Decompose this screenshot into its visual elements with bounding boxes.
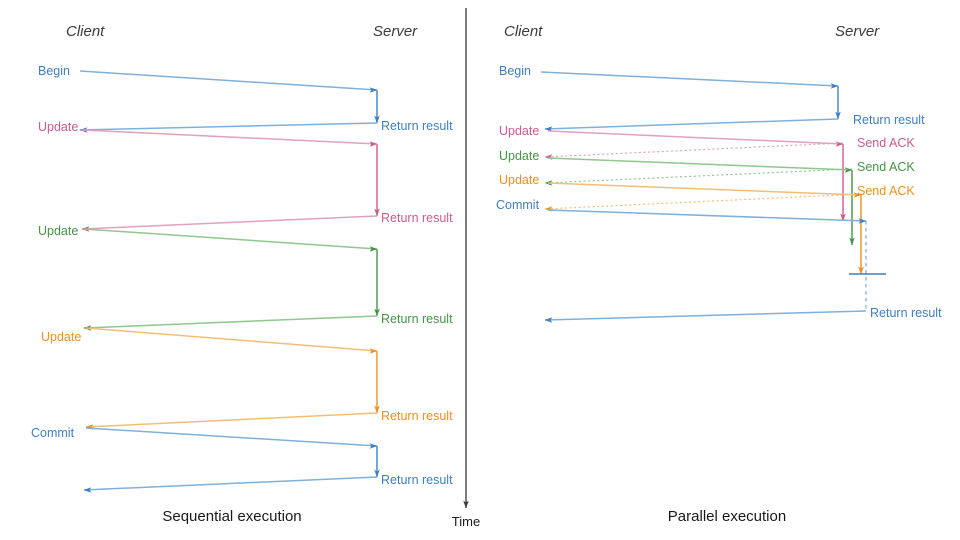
message-label-seq-return-1: Return result	[381, 119, 453, 133]
message-arrow-seq-begin	[79, 70, 378, 93]
message-label-par-ack-1: Send ACK	[857, 136, 915, 150]
actor-label-server: Server	[373, 23, 418, 40]
message-arrow-par-ack-3	[544, 193, 862, 212]
message-arrow-seq-commit	[85, 427, 378, 449]
message-label-par-commit: Commit	[496, 198, 540, 212]
message-arrow-par-return-1	[544, 118, 839, 132]
message-arrow-seq-update-1	[81, 129, 378, 147]
message-arrow-seq-return-4	[85, 412, 378, 430]
message-arrow-par-ack-1	[544, 142, 844, 160]
message-label-seq-begin: Begin	[38, 64, 70, 78]
actor-label-client: Client	[504, 23, 543, 40]
message-arrow-seq-return-5	[83, 476, 378, 493]
message-label-par-ack-3: Send ACK	[857, 184, 915, 198]
message-label-par-update-1: Update	[499, 124, 539, 138]
message-arrow-par-commit	[547, 209, 867, 224]
message-label-seq-return-4: Return result	[381, 409, 453, 423]
time-axis-layer: Time	[452, 8, 480, 529]
panel-caption-sequential: Sequential execution	[162, 508, 301, 525]
message-label-par-return-1: Return result	[853, 113, 925, 127]
message-label-seq-return-2: Return result	[381, 211, 453, 225]
message-arrow-par-update-2	[547, 157, 853, 173]
message-arrow-par-ack-2	[544, 168, 853, 186]
message-label-seq-update-1: Update	[38, 120, 78, 134]
message-arrow-seq-update-2	[83, 228, 378, 252]
message-label-par-update-3: Update	[499, 173, 539, 187]
message-label-par-begin: Begin	[499, 64, 531, 78]
actor-label-server: Server	[835, 23, 880, 40]
message-label-seq-update-3: Update	[41, 330, 81, 344]
message-label-seq-update-2: Update	[38, 224, 78, 238]
message-label-par-return-2: Return result	[870, 306, 942, 320]
message-arrow-par-update-3	[547, 182, 862, 198]
message-arrow-seq-return-1	[79, 122, 378, 133]
activation-bars-layer	[374, 86, 886, 478]
message-arrows-layer	[79, 70, 867, 493]
message-label-seq-return-5: Return result	[381, 473, 453, 487]
message-arrow-par-return-2	[544, 310, 867, 323]
message-label-seq-return-3: Return result	[381, 312, 453, 326]
message-label-par-update-2: Update	[499, 149, 539, 163]
time-axis-label: Time	[452, 514, 480, 529]
message-label-seq-commit: Commit	[31, 426, 75, 440]
panel-caption-parallel: Parallel execution	[668, 508, 786, 525]
message-arrow-seq-return-2	[81, 215, 378, 232]
message-arrow-seq-update-3	[85, 327, 378, 354]
message-label-par-ack-2: Send ACK	[857, 160, 915, 174]
message-arrow-seq-return-3	[83, 315, 378, 331]
actor-label-client: Client	[66, 23, 105, 40]
message-arrow-par-begin	[540, 71, 839, 89]
message-arrow-par-update-1	[547, 130, 844, 147]
